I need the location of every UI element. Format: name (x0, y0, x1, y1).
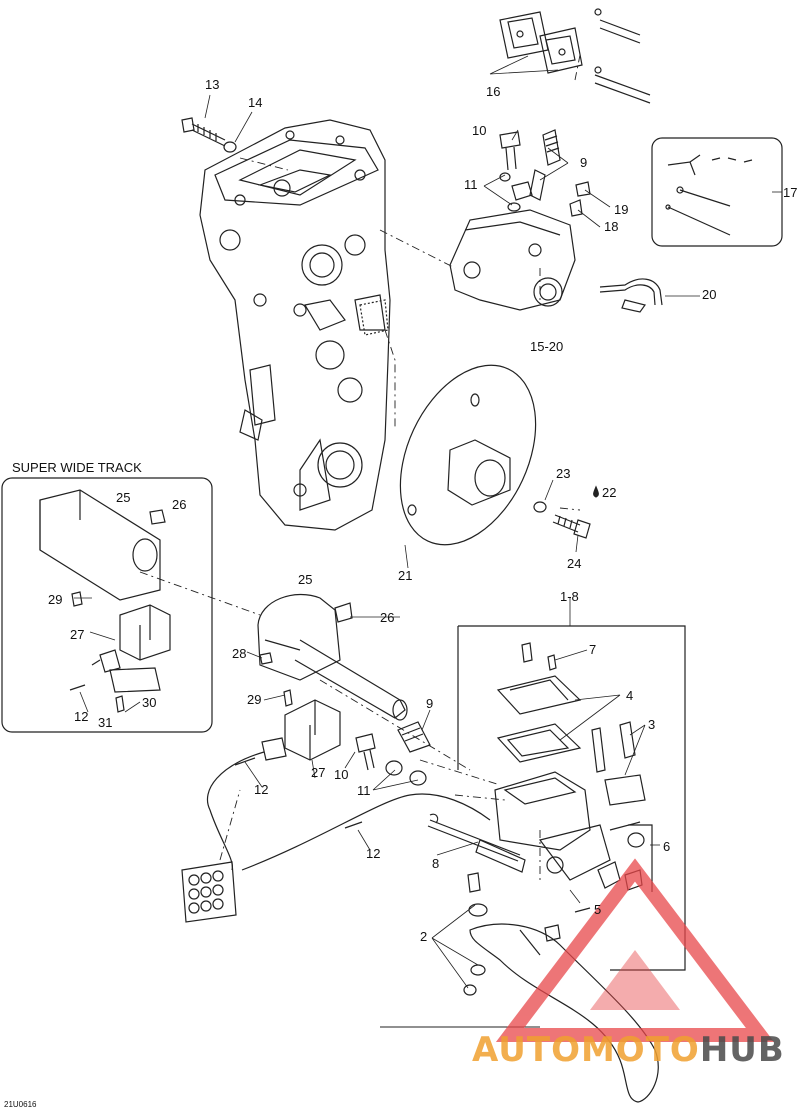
callout-28: 28 (232, 646, 247, 661)
callout-7: 7 (589, 642, 597, 657)
fitting-11 (511, 181, 533, 201)
screws-3 (591, 721, 646, 806)
gasket-4 (496, 723, 582, 763)
callout-13: 13 (205, 77, 220, 92)
bolt-24 (552, 514, 591, 539)
callout-17: 17 (783, 185, 798, 200)
screw-7 (521, 642, 533, 663)
callout-15-20: 15-20 (530, 339, 564, 354)
callout-2: 2 (420, 929, 428, 944)
bleeder-18 (569, 199, 583, 217)
callout-26-inset: 26 (172, 497, 187, 512)
cap-19 (575, 181, 591, 197)
callout-26-main: 26 (380, 610, 395, 625)
callout-11-mid: 11 (357, 783, 371, 798)
callout-8: 8 (432, 856, 440, 871)
screw-28 (259, 652, 273, 665)
callout-29-main: 29 (247, 692, 262, 707)
kit-17-box (651, 137, 783, 247)
screw-29-inset (71, 591, 83, 607)
banjo-9-mid (397, 721, 431, 753)
screw-29-main (283, 689, 293, 707)
callout-30: 30 (142, 695, 157, 710)
drop-icon (593, 485, 599, 498)
bolt-13 (181, 117, 226, 147)
callout-27-main: 27 (311, 765, 326, 780)
figure-reference: 21U0616 (4, 1100, 37, 1109)
callout-1-8: 1-8 (560, 589, 579, 604)
brake-disc-21 (399, 364, 537, 546)
callout-27-inset: 27 (70, 627, 85, 642)
callout-10-top: 10 (472, 123, 487, 138)
tie-12a (234, 757, 256, 766)
gearbox-housing (199, 119, 391, 531)
label-26-main (334, 602, 353, 623)
bracket-30 (109, 667, 161, 693)
callout-5: 5 (594, 902, 602, 917)
watermark-part2: HUB (699, 1030, 785, 1070)
callout-22: 22 (602, 485, 617, 500)
callout-12-inset: 12 (74, 709, 89, 724)
callout-21: 21 (398, 568, 413, 583)
wiring-harness (181, 751, 491, 923)
washer-14 (223, 141, 237, 153)
fitting-9-top (529, 129, 561, 201)
switch-27-inset (91, 604, 171, 673)
washer-11a (499, 172, 511, 182)
callout-25-main: 25 (298, 572, 313, 587)
switch-27-main (261, 699, 341, 761)
callout-18: 18 (604, 219, 619, 234)
hose-20 (599, 278, 663, 313)
callout-23: 23 (556, 466, 571, 481)
label-26-inset (149, 509, 166, 525)
screw-31 (115, 695, 125, 713)
kit-17-parts (665, 154, 753, 236)
brake-pads-16 (499, 8, 651, 104)
assembly-box (458, 625, 686, 971)
cover-25-inset (39, 489, 161, 601)
callout-12-b: 12 (366, 846, 381, 861)
callout-16: 16 (486, 84, 501, 99)
callout-25-inset: 25 (116, 490, 131, 505)
pivot-bolt-2 (463, 872, 488, 996)
inset-box (1, 477, 213, 733)
callout-9-top: 9 (580, 155, 588, 170)
brake-lever (469, 923, 659, 1103)
watermark-text: AUTOMOTOHUB (472, 1030, 785, 1070)
callout-6: 6 (663, 839, 671, 854)
bolt-10-mid (355, 733, 376, 771)
callout-9-mid: 9 (426, 696, 434, 711)
master-cylinder (494, 675, 611, 881)
callout-14: 14 (248, 95, 263, 110)
tie-12b (344, 821, 363, 829)
callout-29-inset: 29 (48, 592, 63, 607)
cover-25-main (257, 593, 408, 721)
washer-11-mid (385, 760, 403, 776)
callout-12-a: 12 (254, 782, 269, 797)
rect-6-box (628, 824, 653, 892)
washer-23 (533, 501, 547, 513)
watermark-part1: AUTOMOTO (472, 1030, 700, 1070)
bolt-10-top (499, 131, 521, 171)
callout-4: 4 (626, 688, 634, 703)
callout-19: 19 (614, 202, 629, 217)
callout-20: 20 (702, 287, 717, 302)
callout-11-top: 11 (464, 177, 478, 192)
brake-caliper (449, 209, 576, 311)
nut-5 (544, 924, 561, 942)
callout-24: 24 (567, 556, 582, 571)
callout-3: 3 (648, 717, 656, 732)
callout-10-mid: 10 (334, 767, 349, 782)
watermark-logo (495, 858, 775, 1042)
inset-title: SUPER WIDE TRACK (12, 460, 142, 475)
pushrod-8 (427, 813, 526, 873)
callout-31: 31 (98, 715, 113, 730)
